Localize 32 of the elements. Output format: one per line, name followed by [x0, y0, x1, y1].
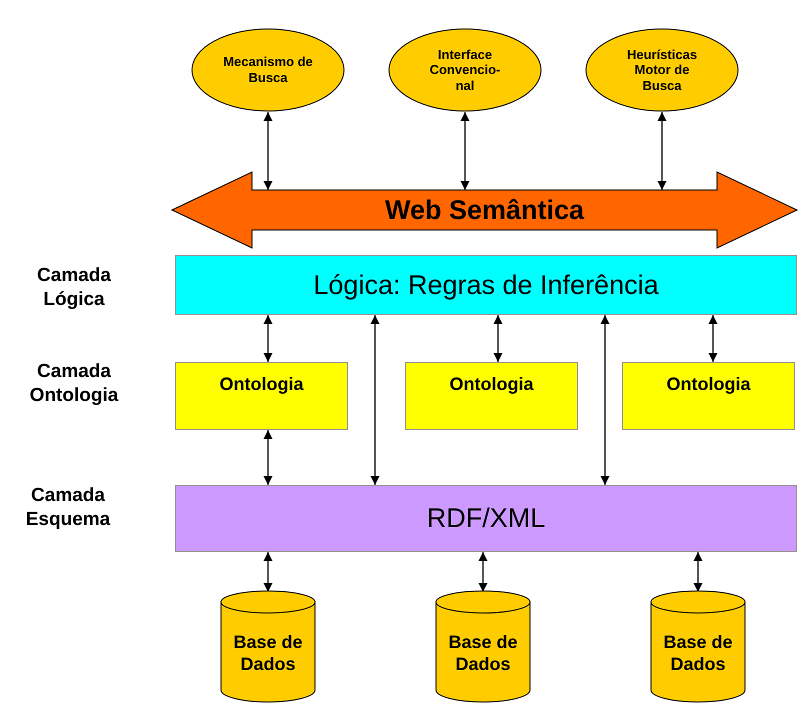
node-label: Web Semântica — [384, 194, 584, 226]
double-arrow — [264, 112, 272, 190]
layer-box — [175, 485, 797, 552]
layer-label: Ontologia — [450, 374, 534, 396]
node-label: Interface Convencio- nal — [428, 46, 502, 94]
node-label: Base de Dados — [662, 632, 734, 676]
double-arrow — [264, 430, 272, 485]
double-arrow — [708, 315, 718, 362]
layer-box — [175, 255, 797, 315]
node-label: Base de Dados — [447, 632, 519, 676]
double-arrow — [478, 552, 488, 592]
double-arrow — [370, 315, 380, 485]
layer-box — [405, 362, 578, 430]
double-arrow — [494, 315, 502, 362]
layer-label: Ontologia — [666, 374, 750, 396]
layer-label: Lógica: Regras de Inferência — [313, 268, 659, 302]
double-arrow — [658, 112, 666, 190]
layer-label: RDF/XML — [426, 502, 546, 535]
node-label: Heurísticas Motor de Busca — [626, 46, 698, 94]
double-arrow — [694, 552, 702, 592]
layer-name: Camada Lógica — [36, 264, 112, 312]
double-arrow — [460, 112, 470, 190]
node-label: Mecanismo de Busca — [223, 54, 313, 86]
node-label: Base de Dados — [232, 632, 304, 676]
layer-box — [175, 362, 348, 430]
layer-box — [622, 362, 795, 430]
layer-label: Ontologia — [220, 374, 304, 396]
double-arrow — [600, 315, 610, 485]
layer-name: Camada Ontologia — [28, 360, 120, 408]
double-arrow — [264, 552, 272, 592]
layer-name: Camada Esquema — [24, 484, 112, 532]
double-arrow — [264, 315, 272, 362]
